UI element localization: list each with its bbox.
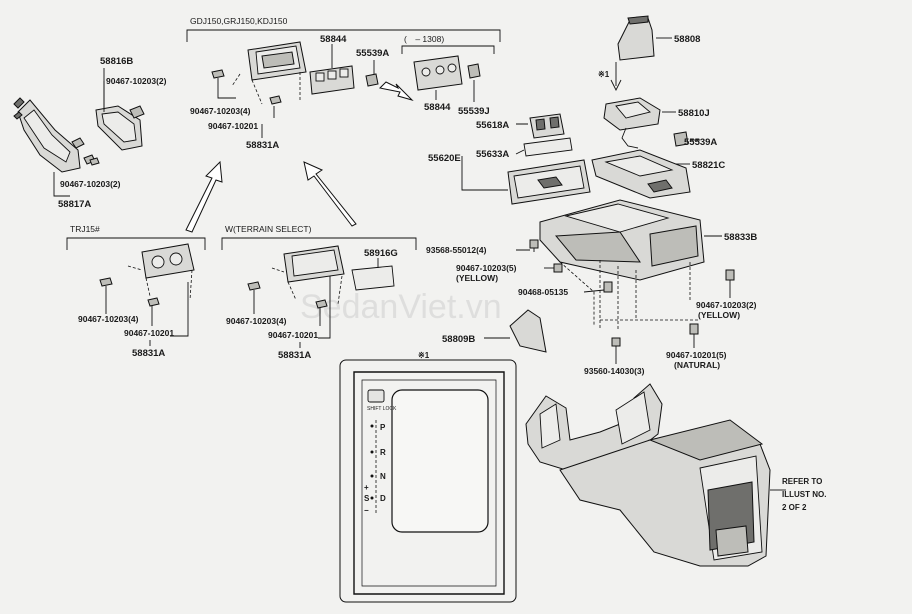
part-label: 90468-05135 — [518, 287, 568, 297]
bolt-icon — [611, 337, 621, 347]
part-label: 90467-10201 — [268, 330, 318, 340]
part-label: 55618A — [476, 120, 509, 131]
part-label: 90467-10203(5) — [456, 263, 517, 273]
switch-panel-58844-a — [309, 44, 355, 95]
switch-55539A — [365, 73, 379, 87]
part-label: 90467-10201 — [208, 121, 258, 131]
part-label: 90467-10203(2) — [60, 179, 121, 189]
shifter-detail-box — [339, 359, 517, 603]
group-label-trj: TRJ15# — [70, 224, 100, 234]
part-label: 90467-10201(5) — [666, 350, 727, 360]
part-label-note: (YELLOW) — [698, 310, 740, 320]
gear-plus: + — [364, 483, 369, 492]
part-label: 58821C — [692, 160, 725, 171]
part-label: 58831A — [278, 350, 311, 361]
part-label: 55539A — [356, 48, 389, 59]
part-label: 58809B — [442, 334, 475, 345]
group-bracket-terrain: W(TERRAIN SELECT) — [221, 224, 417, 250]
switch-55539J — [467, 63, 481, 79]
part-label-note: (YELLOW) — [456, 273, 498, 283]
part-label: 90467-10203(4) — [226, 316, 287, 326]
gear-n: N — [380, 472, 386, 481]
side-panel-58816B — [95, 68, 145, 151]
gear-r: R — [380, 448, 386, 457]
clip-icon — [689, 323, 699, 335]
part-label: 55620E — [428, 153, 461, 164]
gear-s: S — [364, 494, 370, 503]
part-label: 55633A — [476, 149, 509, 160]
shift-bezel-58810J — [603, 97, 676, 149]
switch-base-58831A-top — [211, 41, 307, 118]
refer-note-line3: 2 OF 2 — [782, 503, 807, 512]
direction-arrow — [185, 160, 223, 233]
watermark: SedanViet.vn — [300, 288, 502, 326]
part-label-note: (NATURAL) — [674, 360, 720, 370]
refer-note-line2: ILLUST NO. — [782, 490, 826, 499]
bolt-icon — [529, 239, 539, 249]
part-label: 58808 — [674, 34, 700, 45]
group-label-range: ( – 1308) — [404, 34, 444, 44]
direction-arrow — [303, 161, 357, 227]
cover-58809B — [509, 309, 547, 353]
part-label: 58844 — [320, 34, 347, 45]
part-label: 58833B — [724, 232, 757, 243]
gear-d: D — [380, 494, 386, 503]
switch-base-58831A-trj — [99, 243, 195, 337]
direction-arrow — [378, 81, 414, 102]
gear-minus: − — [364, 506, 369, 515]
part-label: 58844 — [424, 102, 451, 113]
part-label: 58831A — [246, 140, 279, 151]
part-label: 58817A — [58, 199, 91, 210]
switch-base-58831A-terrain — [247, 245, 345, 339]
cup-holder-assembly — [461, 113, 591, 205]
note-mark: ※1 — [418, 351, 430, 360]
shift-boot-58808 — [617, 15, 672, 61]
part-label: 58810J — [678, 108, 710, 119]
console-assembly — [525, 383, 786, 567]
part-label: 55539J — [458, 106, 490, 117]
part-label: 90467-10203(2) — [696, 300, 757, 310]
group-bracket-range: ( – 1308) — [401, 34, 495, 54]
part-label: 90467-10203(4) — [190, 106, 251, 116]
part-label: 55539A — [684, 137, 717, 148]
gear-p: P — [380, 423, 386, 432]
group-label-gdj: GDJ150,GRJ150,KDJ150 — [190, 16, 288, 26]
part-label: 93560-14030(3) — [584, 366, 645, 376]
part-label: 90467-10203(2) — [106, 76, 167, 86]
part-label: 58831A — [132, 348, 165, 359]
group-label-terrain: W(TERRAIN SELECT) — [225, 224, 312, 234]
part-label: 93568-55012(4) — [426, 245, 487, 255]
group-bracket-gdj: GDJ150,GRJ150,KDJ150 — [186, 16, 501, 42]
note-mark: ※1 — [598, 70, 610, 79]
refer-note-line1: REFER TO — [782, 477, 822, 486]
group-bracket-trj: TRJ15# — [66, 224, 206, 250]
shift-lock-label: SHIFT LOCK — [367, 406, 397, 412]
clip-icon — [553, 263, 563, 273]
part-label: 58916G — [364, 248, 398, 259]
clip-icon — [89, 157, 100, 166]
panel-58821C — [591, 149, 691, 199]
part-label: 58816B — [100, 56, 133, 67]
clip-icon — [603, 281, 613, 293]
side-panel-58817A — [13, 97, 85, 197]
switch-panel-58844-b — [413, 55, 463, 100]
part-label: 90467-10201 — [124, 328, 174, 338]
pad-58916G — [351, 265, 395, 291]
part-label: 90467-10203(4) — [78, 314, 139, 324]
clip-icon — [725, 269, 735, 281]
console-box-58833B — [539, 199, 722, 330]
switch-55539A-right — [673, 131, 689, 147]
